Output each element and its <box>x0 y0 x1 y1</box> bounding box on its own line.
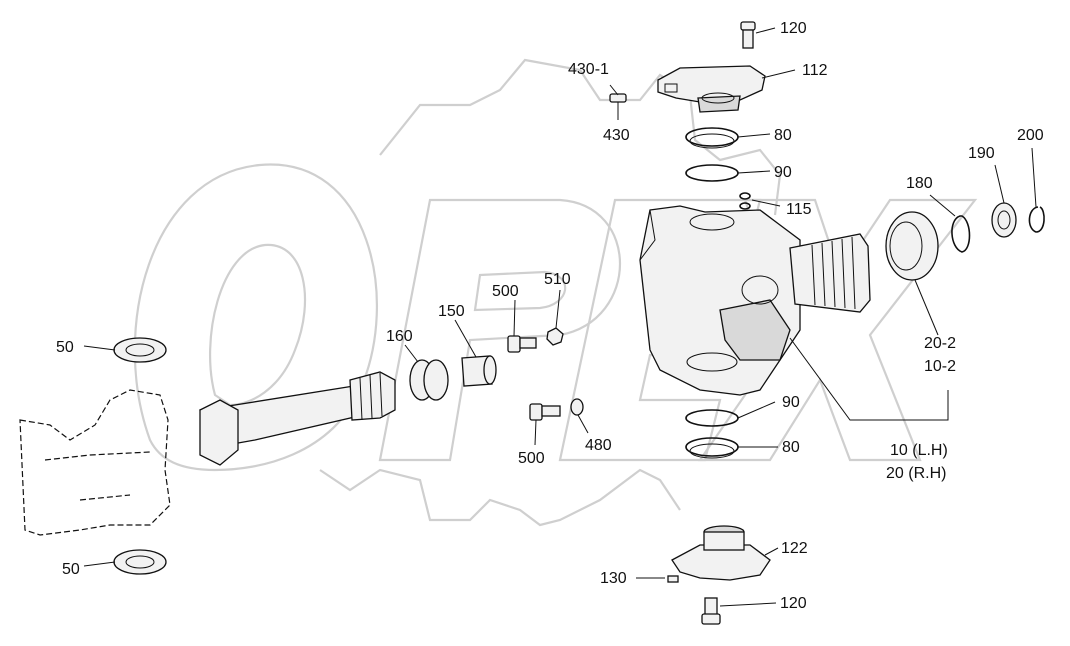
snap-ring-200 <box>1028 206 1045 233</box>
callout-112: 112 <box>802 62 828 79</box>
callout-122: 122 <box>781 540 808 557</box>
callout-500-top: 500 <box>492 283 519 300</box>
washer-480 <box>570 398 584 416</box>
callout-120-top: 120 <box>780 20 807 37</box>
callout-430: 430 <box>603 127 630 144</box>
axle-housing-dashed <box>19 389 171 536</box>
callout-480: 480 <box>585 437 612 454</box>
seal-160 <box>409 359 449 401</box>
bearing-180 <box>885 211 939 281</box>
callout-200: 200 <box>1017 127 1044 144</box>
leader-lines <box>83 27 1037 607</box>
cap-112 <box>657 65 766 113</box>
washer-190 <box>991 202 1017 238</box>
callout-50-bottom: 50 <box>62 561 80 578</box>
steering-knuckle-housing <box>639 205 871 396</box>
watermark-letter-o <box>133 163 378 472</box>
callout-180: 180 <box>906 175 933 192</box>
callout-90-bottom: 90 <box>782 394 800 411</box>
callout-500-bottom: 500 <box>518 450 545 467</box>
watermark-gear <box>319 58 782 527</box>
callout-20-rh: 20 (R.H) <box>886 465 946 482</box>
spindle-threads <box>811 236 856 310</box>
bolt-120-bottom <box>701 597 721 625</box>
watermark-letter-p <box>378 198 621 462</box>
callout-10-2: 10-2 <box>924 358 956 375</box>
callout-80-bottom: 80 <box>782 439 800 456</box>
bolt-500-bottom <box>529 403 561 421</box>
bolt-500-top <box>507 335 537 353</box>
o-ring-90-top <box>685 164 739 182</box>
bushing-150 <box>461 355 497 387</box>
callout-90-top: 90 <box>774 164 792 181</box>
grease-nipple-130 <box>667 575 679 583</box>
callout-430-1: 430-1 <box>568 61 609 78</box>
lower-cap-122 <box>671 525 771 581</box>
rings-115 <box>739 192 751 210</box>
watermark-letter-x <box>697 198 978 462</box>
callout-190: 190 <box>968 145 995 162</box>
lock-washer-180 <box>951 215 971 253</box>
bolt-120-top <box>740 21 756 49</box>
callout-50-top: 50 <box>56 339 74 356</box>
callout-150: 150 <box>438 303 465 320</box>
grease-nipple-430 <box>609 93 627 103</box>
callout-160: 160 <box>386 328 413 345</box>
callout-labels: 120 430-1 430 112 80 90 115 180 190 200 … <box>56 20 1044 612</box>
callout-510: 510 <box>544 271 571 288</box>
bearing-50-bottom <box>113 549 167 575</box>
axle-shaft <box>199 371 396 466</box>
nut-510 <box>546 327 564 346</box>
callout-120-bottom: 120 <box>780 595 807 612</box>
callout-115: 115 <box>786 201 812 218</box>
callout-10-lh: 10 (L.H) <box>890 442 948 459</box>
callout-80-top: 80 <box>774 127 792 144</box>
callout-130: 130 <box>600 570 627 587</box>
bearing-50-top <box>113 337 167 363</box>
callout-20-2: 20-2 <box>924 335 956 352</box>
